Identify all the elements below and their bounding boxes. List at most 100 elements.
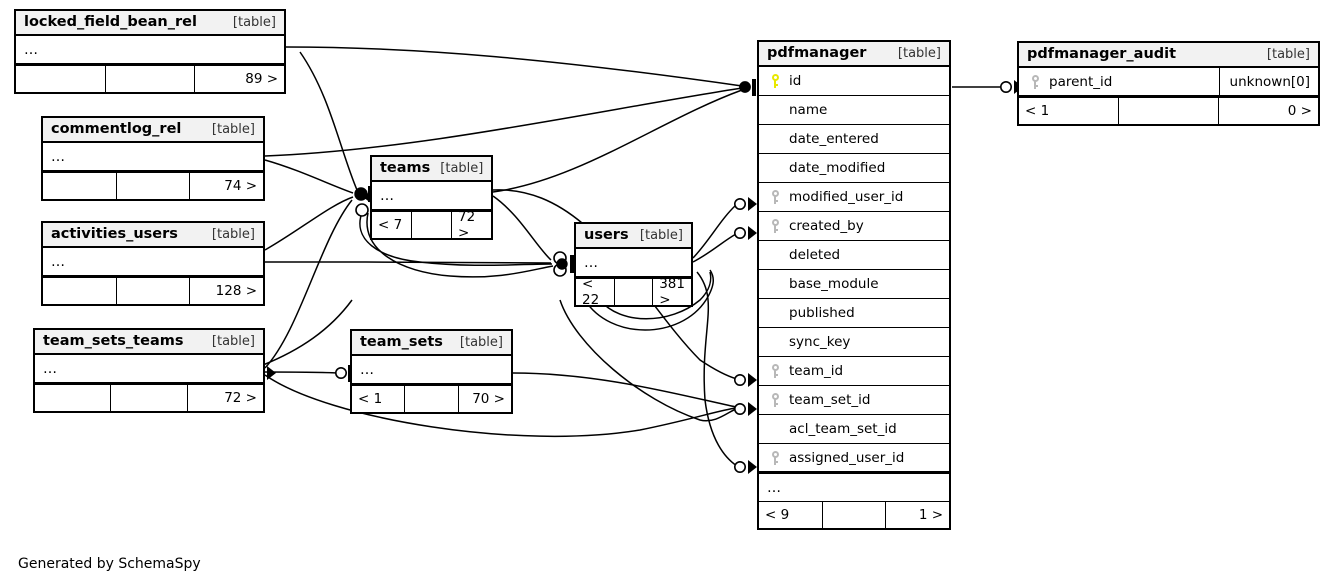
foreign-key-icon (771, 219, 780, 233)
table-footer: < 22 381 > (576, 276, 691, 308)
column-name: published (789, 305, 855, 321)
footer-right: 72 > (458, 209, 476, 241)
column-row-created-by[interactable]: created_by (759, 212, 949, 241)
column-row-deleted[interactable]: deleted (759, 241, 949, 270)
column-name: assigned_user_id (789, 449, 905, 466)
foreign-key-icon (771, 190, 780, 204)
column-name: id (789, 73, 802, 89)
column-row-name[interactable]: name (759, 96, 949, 125)
table-footer: < 1 0 > (1019, 97, 1318, 124)
table-team-sets[interactable]: team_sets [table] … < 1 70 > (350, 329, 513, 414)
table-users[interactable]: users [table] … < 22 381 > (574, 222, 693, 308)
table-header: locked_field_bean_rel [table] (16, 11, 284, 36)
footer-left (43, 278, 117, 304)
footer-mid (412, 212, 452, 238)
table-header: activities_users [table] (43, 223, 263, 248)
footer-mid (615, 279, 654, 305)
column-type: unknown[0] (1218, 68, 1310, 95)
footer-right: 74 > (224, 178, 258, 194)
footer-mid (405, 386, 459, 412)
footer-left (16, 66, 106, 92)
table-header: commentlog_rel [table] (43, 118, 263, 143)
footer-left: < 7 (372, 212, 412, 238)
columns-ellipsis: … (576, 249, 691, 278)
column-row-assigned-user-id[interactable]: assigned_user_id (759, 444, 949, 473)
footer-right: 72 > (224, 390, 257, 406)
footer-mid (106, 66, 196, 92)
footer-left: < 9 (759, 502, 823, 528)
column-row-date-modified[interactable]: date_modified (759, 154, 949, 183)
columns-ellipsis: … (759, 473, 949, 501)
key-slot (765, 393, 785, 407)
table-tag: [table] (211, 226, 255, 242)
footer-mid (117, 173, 191, 199)
footer-right: 0 > (1287, 103, 1312, 119)
footer-right: 381 > (659, 276, 685, 308)
table-commentlog-rel[interactable]: commentlog_rel [table] … 74 > (41, 116, 265, 201)
foreign-key-icon (771, 393, 780, 407)
table-tag: [table] (897, 45, 941, 61)
table-tag: [table] (459, 334, 503, 350)
columns-ellipsis: … (16, 36, 284, 65)
column-row-team-id[interactable]: team_id (759, 357, 949, 386)
key-slot (765, 190, 785, 204)
column-name: sync_key (789, 334, 851, 350)
table-activities-users[interactable]: activities_users [table] … 128 > (41, 221, 265, 306)
key-slot (765, 74, 785, 88)
columns-ellipsis: … (43, 248, 263, 277)
table-header: team_sets [table] (352, 331, 511, 356)
column-row-base-module[interactable]: base_module (759, 270, 949, 299)
table-footer: < 9 1 > (759, 501, 949, 528)
column-row-published[interactable]: published (759, 299, 949, 328)
columns-ellipsis: … (43, 143, 263, 172)
column-row-modified-user-id[interactable]: modified_user_id (759, 183, 949, 212)
table-teams[interactable]: teams [table] … < 7 72 > (370, 155, 493, 241)
generator-credit: Generated by SchemaSpy (18, 556, 201, 572)
foreign-key-icon (771, 364, 780, 378)
table-header: teams [table] (372, 157, 491, 182)
footer-right: 1 > (918, 507, 944, 523)
table-tag: [table] (211, 333, 255, 349)
footer-mid (823, 502, 887, 528)
column-row-team-set-id[interactable]: team_set_id (759, 386, 949, 415)
table-header: pdfmanager [table] (759, 42, 949, 67)
table-title: locked_field_bean_rel (24, 14, 197, 30)
table-header: pdfmanager_audit [table] (1019, 43, 1318, 68)
column-name: acl_team_set_id (789, 421, 897, 437)
table-footer: 89 > (16, 65, 284, 92)
footer-left: < 1 (352, 386, 406, 412)
key-slot (765, 219, 785, 233)
column-name: base_module (789, 276, 879, 292)
footer-left: < 1 (1019, 98, 1119, 124)
table-locked-field-bean-rel[interactable]: locked_field_bean_rel [table] … 89 > (14, 9, 286, 94)
foreign-key-icon (1031, 74, 1040, 89)
table-tag: [table] (440, 160, 484, 176)
table-tag: [table] (1266, 46, 1310, 62)
column-name: modified_user_id (789, 189, 904, 205)
column-name: created_by (789, 218, 864, 234)
footer-right: 89 > (245, 71, 279, 87)
table-footer: < 1 70 > (352, 385, 511, 412)
column-row-acl-team-set-id[interactable]: acl_team_set_id (759, 415, 949, 444)
table-title: users (584, 227, 629, 243)
footer-mid (1119, 98, 1219, 124)
table-tag: [table] (211, 121, 255, 137)
table-team-sets-teams[interactable]: team_sets_teams [table] … 72 > (33, 328, 265, 413)
table-header: users [table] (576, 224, 691, 249)
column-name: deleted (789, 247, 841, 263)
key-slot (765, 450, 785, 465)
table-footer: < 7 72 > (372, 209, 491, 241)
table-title: commentlog_rel (51, 121, 182, 137)
column-row-date-entered[interactable]: date_entered (759, 125, 949, 154)
footer-mid (111, 385, 188, 411)
column-row-id[interactable]: id (759, 67, 949, 96)
column-row-sync-key[interactable]: sync_key (759, 328, 949, 357)
table-title: team_sets_teams (43, 333, 184, 349)
columns-ellipsis: … (35, 355, 263, 384)
